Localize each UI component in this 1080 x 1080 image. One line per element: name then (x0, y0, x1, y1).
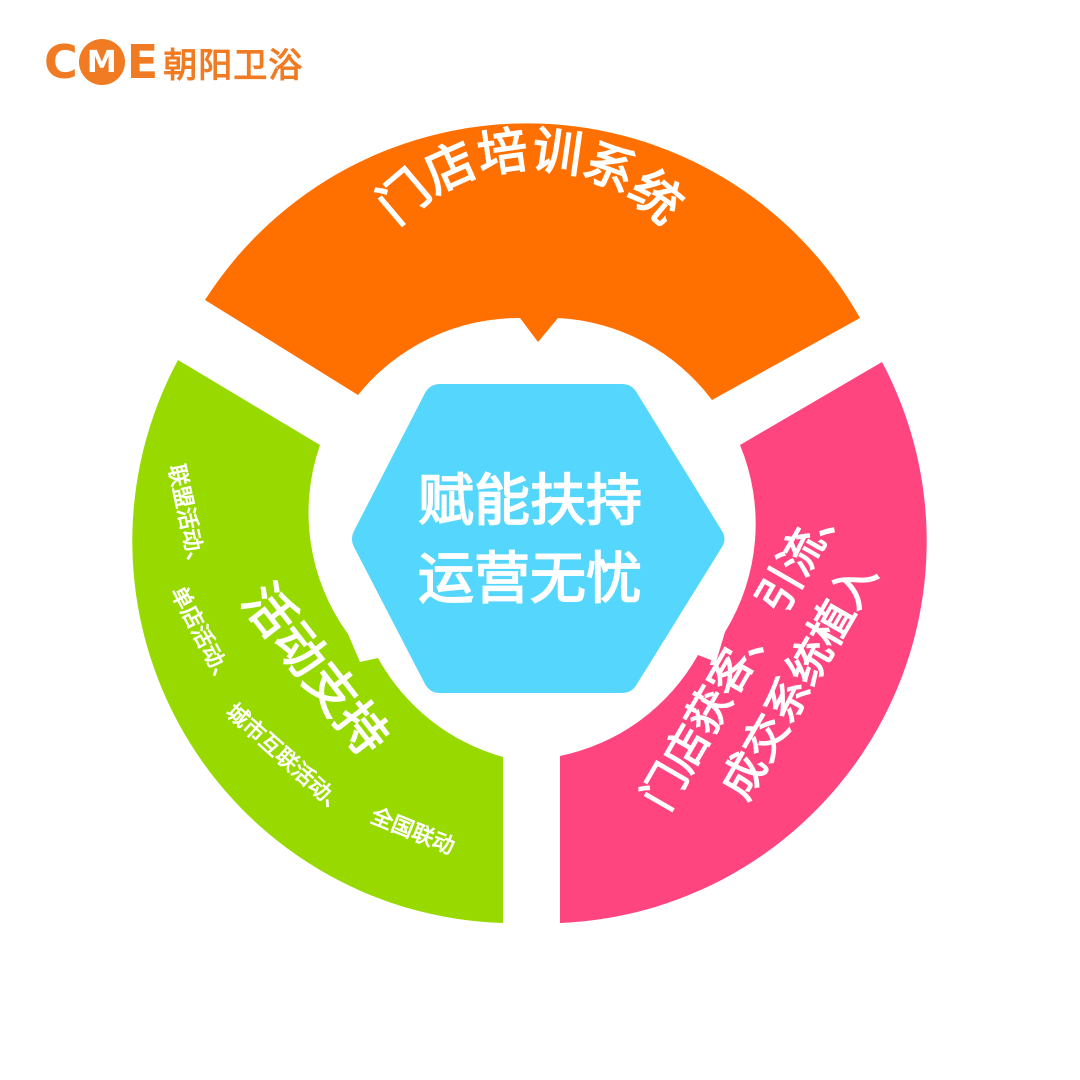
logo-letter-e: E (126, 35, 158, 89)
top-segment (205, 123, 860, 400)
right-segment (560, 362, 927, 923)
center-hexagon (352, 384, 725, 693)
logo-letter-m: M (78, 39, 125, 85)
brand-logo: C M E 朝阳卫浴 (44, 34, 303, 90)
left-segment (132, 360, 503, 923)
logo-letter-c: C (44, 35, 78, 89)
center-text-line2: 运营无忧 (418, 547, 642, 612)
logo-brand-name: 朝阳卫浴 (163, 45, 304, 86)
center-text-line1: 赋能扶持 (418, 469, 642, 534)
